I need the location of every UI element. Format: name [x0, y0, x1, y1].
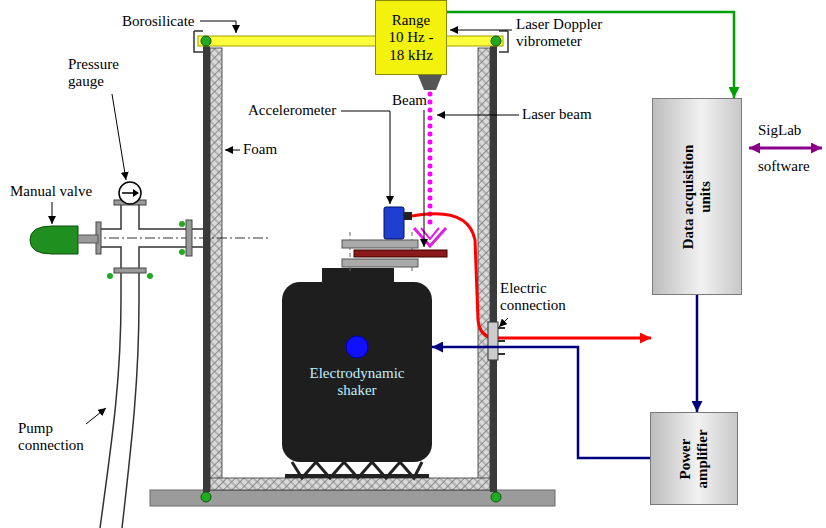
node-text: Electrodynamic shaker	[297, 365, 417, 400]
callout-label: Foam	[243, 141, 277, 158]
leader-lines	[200, 21, 236, 33]
shaker-housing	[282, 282, 432, 462]
node-text: Data acquisition units	[680, 132, 715, 262]
callout-label: Pressure gauge	[68, 56, 128, 91]
signal-connector	[447, 12, 734, 98]
vacuum-chamber	[201, 492, 211, 502]
accelerometer-cable	[412, 214, 651, 338]
electric-connector	[498, 328, 505, 354]
software-link	[749, 147, 822, 150]
callout-label: Manual valve	[10, 183, 92, 200]
shaker-body-parts	[285, 474, 429, 478]
accelerometer	[404, 212, 412, 220]
accelerometer	[384, 207, 412, 239]
signal-connector	[696, 295, 699, 412]
leader-lines	[437, 115, 519, 116]
accelerometer	[384, 207, 404, 239]
pressure-gauge	[119, 182, 141, 204]
vibrometer-optics	[414, 228, 446, 246]
signal-connector	[432, 347, 650, 458]
vacuum-piping	[179, 249, 185, 255]
pressure-gauge	[133, 189, 139, 197]
vacuum-piping	[55, 200, 268, 528]
vacuum-chamber	[194, 31, 508, 502]
vacuum-chamber	[210, 48, 222, 480]
callout-label: Electric connection	[500, 280, 580, 315]
accelerometer-cable	[412, 214, 651, 338]
vacuum-chamber	[490, 46, 497, 492]
vacuum-piping	[147, 273, 153, 279]
vacuum-chamber	[194, 31, 508, 52]
manual-valve	[30, 226, 78, 254]
node-text: Power amplifier	[677, 419, 712, 499]
amplifier-box: Power amplifier	[650, 412, 738, 505]
callout-label: Beam	[392, 92, 427, 109]
beam-mount	[342, 240, 418, 248]
electric-connector	[488, 322, 498, 360]
vibrometer-optics	[428, 94, 433, 224]
vacuum-piping	[186, 220, 192, 256]
vibrometer-box: Range 10 Hz - 18 kHz	[375, 0, 447, 75]
callout-label: Accelerometer	[248, 102, 336, 119]
vacuum-chamber	[198, 36, 503, 46]
vacuum-chamber	[491, 36, 501, 46]
vacuum-piping	[100, 300, 139, 528]
callout-label: Laser Doppler vibrometer	[516, 16, 626, 51]
vacuum-piping	[179, 221, 185, 227]
vacuum-chamber	[478, 48, 490, 480]
vacuum-chamber	[203, 46, 210, 492]
beam-mount	[342, 259, 418, 267]
callout-label: Borosilicate	[122, 13, 194, 30]
leader-lines	[424, 110, 425, 247]
beam-mount	[354, 250, 447, 257]
leader-lines	[499, 318, 508, 327]
node-text: Range 10 Hz - 18 kHz	[386, 12, 436, 64]
daq-box: Data acquisition units	[652, 98, 742, 295]
leader-lines	[112, 94, 126, 180]
leader-lines	[450, 30, 512, 31]
leader-lines	[52, 202, 53, 224]
shaker-armature	[346, 336, 368, 358]
leader-lines	[86, 408, 106, 424]
manual-valve	[30, 226, 98, 254]
vacuum-chamber	[210, 478, 490, 490]
shaker-body: Electrodynamic shaker	[282, 282, 432, 462]
leader-lines	[225, 150, 240, 151]
vacuum-piping	[107, 273, 113, 279]
software-link	[749, 148, 822, 149]
ground-plate	[150, 490, 555, 506]
electric-connector	[488, 322, 505, 360]
callout-label: Laser beam	[522, 106, 592, 123]
ground-plate	[150, 490, 555, 506]
vacuum-chamber	[491, 492, 501, 502]
pressure-gauge	[119, 182, 141, 204]
vibrometer-optics	[418, 75, 442, 90]
vacuum-piping	[100, 205, 203, 300]
callout-label: Pump connection	[18, 420, 93, 455]
callout-label: SigLab software	[758, 112, 824, 184]
vacuum-chamber	[201, 36, 211, 46]
manual-valve	[78, 235, 98, 243]
vacuum-piping	[114, 268, 146, 273]
leader-lines	[341, 111, 390, 204]
